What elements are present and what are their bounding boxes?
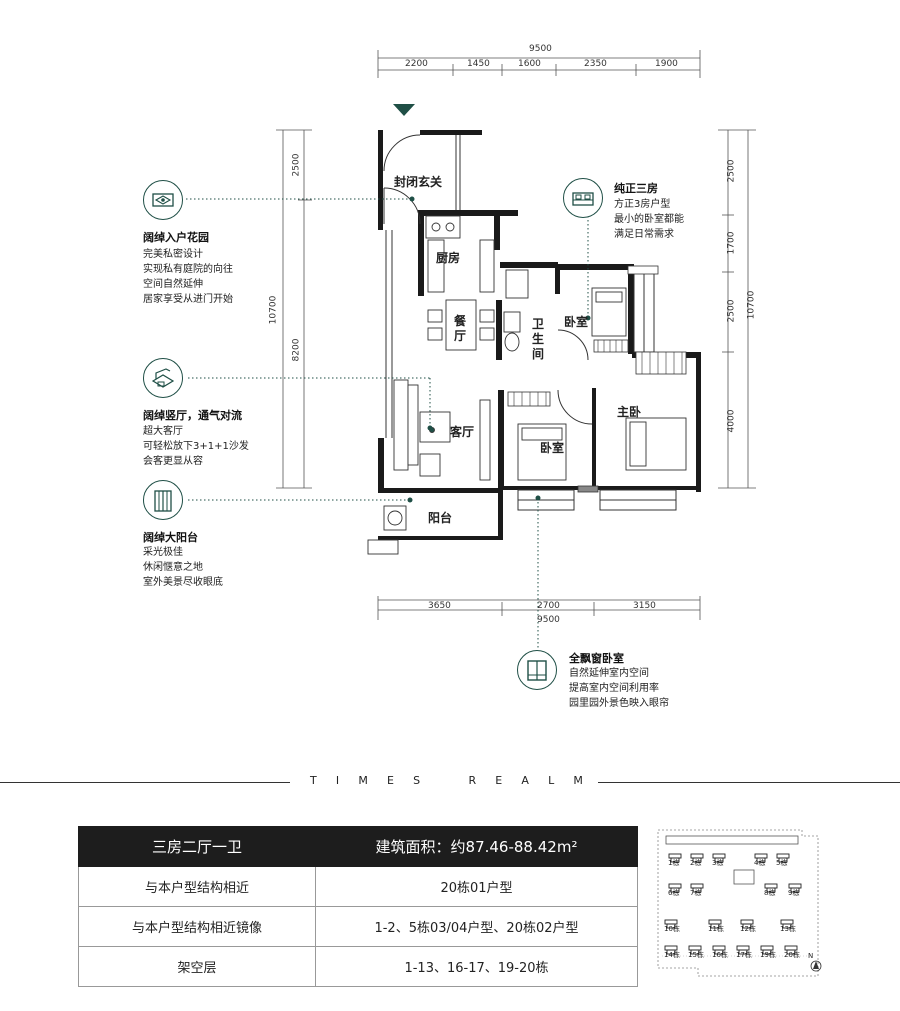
building-icon [788, 878, 802, 893]
brand-divider-right [598, 782, 900, 783]
left-total-dim: 10700 [268, 295, 279, 325]
building-label: 20栋 [784, 951, 800, 959]
building-icon [690, 848, 704, 863]
building-icon [664, 940, 678, 955]
building-label: 15栋 [688, 951, 704, 959]
building-label: 11栋 [708, 925, 724, 933]
table-row: 与本户型结构相近镜像 1-2、5栋03/04户型、20栋02户型 [78, 906, 638, 947]
building-icon [712, 940, 726, 955]
brand-divider-left [0, 782, 290, 783]
building-icon [708, 914, 722, 929]
building-icon [776, 848, 790, 863]
room-living: 客厅 [450, 425, 475, 439]
building-icon [736, 940, 750, 955]
bottom-dim-3: 3150 [633, 601, 656, 611]
right-total-dim: 10700 [746, 290, 757, 320]
building-label: 4栋 [754, 859, 766, 867]
feature-balcony-title: 阔绰大阳台 [143, 531, 198, 544]
building-label: 12栋 [740, 925, 756, 933]
building-icon [712, 848, 726, 863]
bottom-dim-2: 2700 [537, 601, 560, 611]
right-dim-1: 2500 [726, 159, 737, 183]
building-icon [688, 940, 702, 955]
building-icon [764, 878, 778, 893]
unit-info-table: 三房二厅一卫 建筑面积：约87.46-88.42m² 与本户型结构相近 20栋0… [78, 826, 638, 987]
building-icon [668, 878, 682, 893]
top-dim-1: 2200 [405, 59, 428, 69]
north-label: N [808, 952, 814, 960]
area-cell: 建筑面积：约87.46-88.42m² [315, 826, 638, 867]
left-dim-1: 2500 [291, 153, 302, 177]
unit-type-cell: 三房二厅一卫 [78, 826, 316, 867]
bottom-dim-1: 3650 [428, 601, 451, 611]
building-label: 3栋 [712, 859, 724, 867]
top-total-dim: 9500 [529, 44, 552, 54]
building-label: 16栋 [712, 951, 728, 959]
building-label: 8栋 [764, 889, 776, 897]
building-label: 14栋 [664, 951, 680, 959]
feature-bay-window-title: 全飘窗卧室 [569, 652, 624, 665]
feature-hall-title: 阔绰竖厅，通气对流 [143, 409, 242, 422]
top-dim-2: 1450 [467, 59, 490, 69]
garden-icon [143, 180, 183, 220]
right-dim-3: 2500 [726, 299, 737, 323]
building-label: 1栋 [668, 859, 680, 867]
building-label: 6栋 [668, 889, 680, 897]
building-label: 19栋 [760, 951, 776, 959]
right-dim-4: 4000 [726, 409, 737, 433]
balcony-door-icon [143, 480, 183, 520]
building-icon [690, 878, 704, 893]
building-icon [668, 848, 682, 863]
table-row: 架空层 1-13、16-17、19-20栋 [78, 946, 638, 987]
feature-garden-body: 完美私密设计 实现私有庭院的向往 空间自然延伸 居家享受从进门开始 [143, 249, 233, 305]
top-dim-3: 1600 [518, 59, 541, 69]
top-dim-5: 1900 [655, 59, 678, 69]
room-bedroom-mid: 卧室 [540, 441, 565, 455]
building-icon [754, 848, 768, 863]
right-dim-2: 1700 [726, 231, 737, 255]
building-icon [740, 914, 754, 929]
table-header-row: 三房二厅一卫 建筑面积：约87.46-88.42m² [78, 826, 638, 867]
table-row: 与本户型结构相近 20栋01户型 [78, 866, 638, 907]
building-icon [664, 914, 678, 929]
building-label: 17栋 [736, 951, 752, 959]
building-label: 2栋 [690, 859, 702, 867]
building-icon [760, 940, 774, 955]
room-entrance: 封闭玄关 [394, 175, 443, 189]
building-label: 7栋 [690, 889, 702, 897]
room-balcony: 阳台 [428, 511, 453, 525]
feature-bay-window-body: 自然延伸室内空间 提高室内空间利用率 园里园外景色映入眼帘 [569, 668, 669, 709]
room-bathroom: 卫生间 [531, 317, 544, 361]
left-dim-2: 8200 [291, 338, 302, 362]
feature-balcony-body: 采光极佳 休闲惬意之地 室外美景尽收眼底 [143, 547, 223, 588]
feature-three-room-body: 方正3房户型 最小的卧室都能 满足日常需求 [614, 199, 684, 240]
room-bedroom-top: 卧室 [564, 315, 589, 329]
building-label: 5栋 [776, 859, 788, 867]
bay-window-icon [517, 650, 557, 690]
room-kitchen: 厨房 [436, 251, 461, 265]
building-icon [784, 940, 798, 955]
site-map: 1栋 2栋 3栋 4栋 5栋 6栋 7栋 8栋 9栋 10栋 11栋 12栋 13栋 14栋 15栋 16栋 1… [652, 826, 822, 984]
bottom-total-dim: 9500 [537, 615, 560, 625]
room-master: 主卧 [617, 405, 642, 419]
building-label: 10栋 [664, 925, 680, 933]
building-label: 13栋 [780, 925, 796, 933]
entry-marker [393, 104, 415, 116]
feature-three-room-title: 纯正三房 [614, 182, 658, 195]
room-dining: 餐厅 [453, 314, 466, 343]
building-label: 9栋 [788, 889, 800, 897]
sofa-icon [143, 358, 183, 398]
feature-hall-body: 超大客厅 可轻松放下3+1+1沙发 会客更显从容 [143, 426, 249, 467]
bed-icon [563, 178, 603, 218]
building-icon [780, 914, 794, 929]
top-dim-4: 2350 [584, 59, 607, 69]
feature-garden-title: 阔绰入户花园 [143, 231, 209, 244]
